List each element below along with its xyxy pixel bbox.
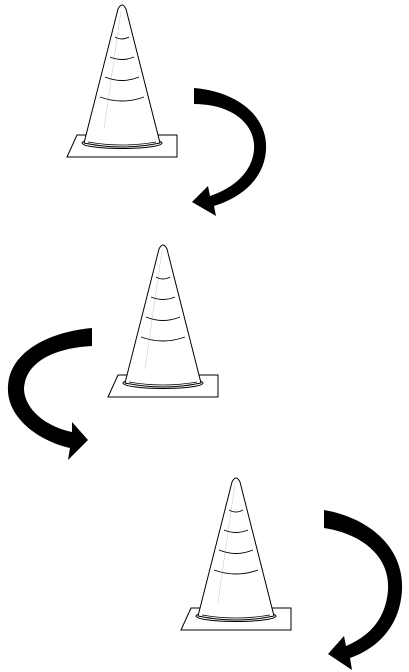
curved-arrow-icon xyxy=(192,88,267,216)
cone-group-2 xyxy=(7,244,219,460)
traffic-cone-icon xyxy=(180,477,292,631)
traffic-cone-icon xyxy=(66,4,178,158)
cone-group-1 xyxy=(66,4,267,216)
cone-group-3 xyxy=(180,477,403,670)
curved-arrow-icon xyxy=(324,510,403,670)
curved-arrow-icon xyxy=(7,328,92,460)
traffic-cone-icon xyxy=(107,244,219,398)
